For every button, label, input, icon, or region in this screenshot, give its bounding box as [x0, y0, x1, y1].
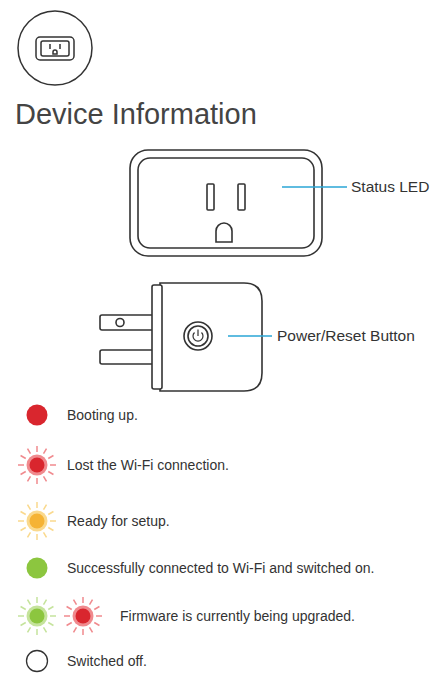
legend-text: Booting up.: [67, 405, 138, 425]
legend-text: Switched off.: [67, 651, 147, 671]
led-off-icon: [27, 651, 48, 672]
legend-swatch: [27, 558, 48, 579]
page-title: Device Information: [15, 97, 257, 131]
part-label: Status LED: [351, 177, 429, 197]
led-blink-icon: [64, 597, 102, 635]
part-label: Power/Reset Button: [277, 326, 415, 346]
leader-line: [282, 186, 347, 188]
leader-line: [228, 335, 272, 337]
legend-text: Successfully connected to Wi-Fi and swit…: [67, 558, 374, 578]
led-blink-icon: [18, 446, 56, 484]
plug-front-view: [130, 150, 322, 256]
led-blink-icon: [18, 597, 56, 635]
plug-side-view: [100, 283, 262, 391]
plug-icon: [18, 11, 92, 85]
legend-text: Lost the Wi-Fi connection.: [67, 455, 229, 475]
led-blink-icon: [18, 502, 56, 540]
legend-text: Ready for setup.: [67, 511, 170, 531]
legend-text: Firmware is currently being upgraded.: [120, 606, 355, 626]
legend-swatch: [27, 405, 48, 426]
